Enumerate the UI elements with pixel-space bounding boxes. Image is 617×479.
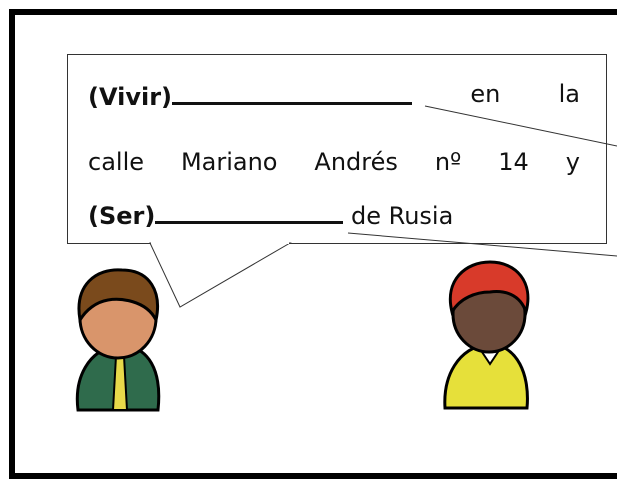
word: de Rusia: [350, 202, 454, 230]
verb-vivir: (Vivir): [88, 83, 173, 111]
verb-ser: (Ser): [88, 202, 156, 230]
word: calle: [88, 148, 145, 176]
connector-line-2: [347, 232, 617, 257]
bubble-tail-and-connectors: [149, 105, 617, 308]
dialogue-line-2: calle Mariano Andrés nº 14 y: [88, 148, 580, 176]
word: la: [558, 80, 580, 108]
dialogue-line-1: (Vivir) en la: [88, 80, 580, 111]
word: Mariano: [180, 148, 278, 176]
word: Andrés: [314, 148, 398, 176]
word: nº: [434, 148, 462, 176]
redhead-person-icon: [443, 260, 530, 410]
speech-bubble: [67, 54, 607, 244]
answer-blank-ser[interactable]: [155, 199, 344, 224]
answer-blank-vivir[interactable]: [172, 80, 413, 105]
dialogue-line-3: (Ser) de Rusia: [88, 199, 453, 230]
man-in-suit-icon: [75, 268, 161, 412]
word: y: [565, 148, 580, 176]
word: en: [470, 80, 501, 108]
word: 14: [498, 148, 529, 176]
connector-line-1: [424, 105, 617, 147]
